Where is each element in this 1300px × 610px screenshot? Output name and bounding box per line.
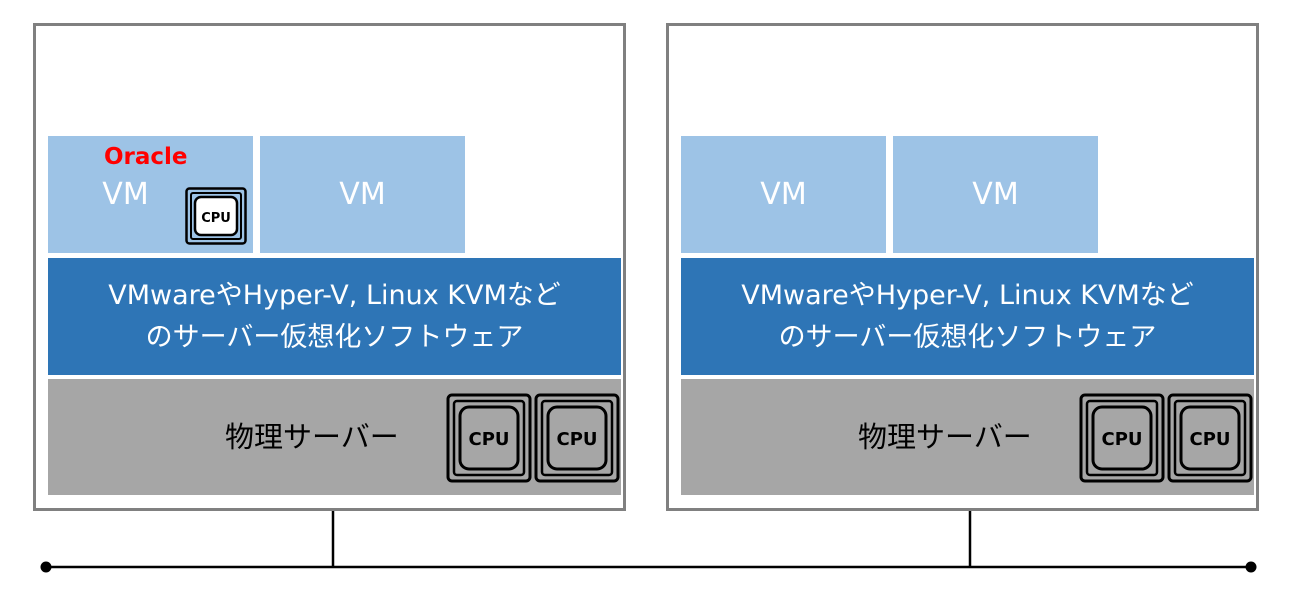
cpu-label: CPU — [201, 211, 231, 226]
hypervisor-layer: VMwareやHyper-V, Linux KVMなど のサーバー仮想化ソフトウ… — [48, 258, 621, 375]
cpu-chip-icon: CPU — [1079, 393, 1165, 483]
physical-server-label: 物理サーバー — [225, 420, 399, 454]
physical-server-layer: 物理サーバー CPU CPU — [48, 379, 621, 495]
vm-label: VM — [339, 177, 386, 212]
server-box-2: VM VM VMwareやHyper-V, Linux KVMなど のサーバー仮… — [666, 23, 1259, 511]
hypervisor-line-1: VMwareやHyper-V, Linux KVMなど — [108, 279, 561, 311]
hypervisor-line-2: のサーバー仮想化ソフトウェア — [778, 321, 1157, 353]
cpu-label: CPU — [556, 429, 597, 450]
cpu-chip-icon: CPU — [1167, 393, 1253, 483]
vm: VM — [260, 136, 465, 253]
hypervisor-layer: VMwareやHyper-V, Linux KVMなど のサーバー仮想化ソフトウ… — [681, 258, 1254, 375]
cpu-chip-icon: CPU — [446, 393, 532, 483]
cpu-label: CPU — [1189, 429, 1230, 450]
server-box-1: Oracle VM CPU VM VMwareやHyper-V, Linux K… — [33, 23, 626, 511]
vm-label: VM — [102, 177, 149, 212]
oracle-label: Oracle — [104, 144, 188, 170]
cpu-label: CPU — [468, 429, 509, 450]
vm: VM — [893, 136, 1098, 253]
network-endpoint-right — [1245, 561, 1257, 573]
vm-oracle: Oracle VM CPU — [48, 136, 253, 253]
vm-label: VM — [760, 177, 807, 212]
hypervisor-line-1: VMwareやHyper-V, Linux KVMなど — [741, 279, 1194, 311]
cpu-chip-icon: CPU — [534, 393, 620, 483]
cpu-chip-icon: CPU — [185, 187, 247, 245]
network-endpoint-left — [40, 561, 52, 573]
hypervisor-line-2: のサーバー仮想化ソフトウェア — [145, 321, 524, 353]
physical-server-layer: 物理サーバー CPU CPU — [681, 379, 1254, 495]
cpu-label: CPU — [1101, 429, 1142, 450]
vm-label: VM — [972, 177, 1019, 212]
physical-server-label: 物理サーバー — [858, 420, 1032, 454]
vm: VM — [681, 136, 886, 253]
